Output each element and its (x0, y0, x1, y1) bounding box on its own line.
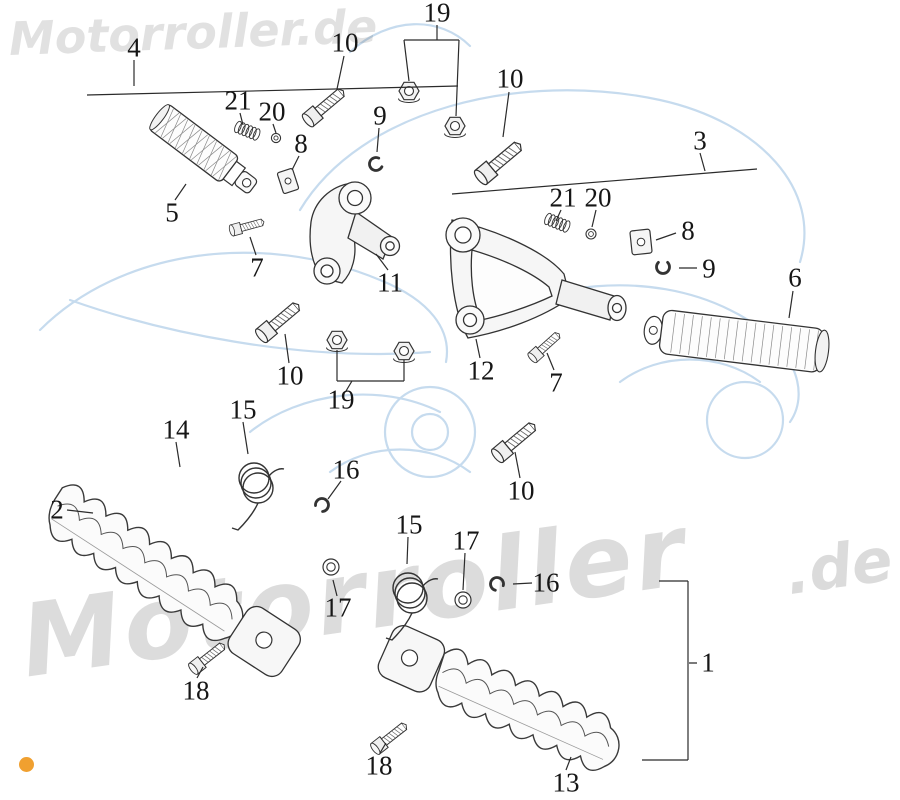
callout-part-13: 13 (552, 767, 580, 798)
callout-part-7-a: 7 (250, 252, 264, 283)
washer-part-17-a (322, 558, 340, 576)
spring-part-21-b (542, 211, 572, 234)
bracket-part-11 (309, 181, 401, 285)
washer-part-20-a (270, 132, 282, 144)
callout-part-18-a: 18 (182, 675, 210, 706)
callout-part-18-b: 18 (365, 750, 393, 781)
bolt-part-10-c (252, 297, 305, 345)
callout-part-10-d: 10 (507, 475, 535, 506)
bolt-part-10-d (488, 417, 541, 465)
callout-part-8-a: 8 (294, 128, 308, 159)
callout-part-21-b: 21 (549, 182, 577, 213)
callout-part-9-b: 9 (702, 253, 716, 284)
bolt-part-7-a (227, 215, 266, 237)
callout-part-12: 12 (467, 355, 495, 386)
clip-part-9-a (366, 154, 384, 174)
footrest-part-13 (377, 625, 620, 771)
footpeg-part-6 (643, 309, 830, 373)
callout-part-15-a: 15 (229, 394, 257, 425)
plate-part-8-b (629, 228, 653, 256)
footpeg-part-5 (149, 104, 258, 194)
callout-part-19-b: 19 (327, 384, 355, 415)
bracket-part-12 (445, 217, 627, 339)
callout-part-9-a: 9 (373, 100, 387, 131)
callout-part-14: 14 (162, 414, 190, 445)
nut-part-19-a (397, 81, 421, 104)
bolt-part-10-b (471, 136, 527, 188)
nut-part-19-c (325, 330, 349, 353)
callout-part-2: 2 (50, 494, 64, 525)
callout-part-6: 6 (788, 262, 802, 293)
callout-part-3: 3 (693, 125, 707, 156)
spring-part-15-b (385, 572, 439, 641)
callout-part-17-a: 17 (324, 592, 352, 623)
callout-part-16-b: 16 (532, 567, 560, 598)
clip-part-16-b (486, 573, 507, 593)
accent-dot (19, 757, 34, 772)
bolt-part-7-b (526, 328, 564, 365)
footrest-part-14 (48, 484, 301, 678)
callout-part-20-b: 20 (584, 182, 612, 213)
callout-part-8-b: 8 (681, 215, 695, 246)
callout-part-19-a: 19 (423, 0, 451, 28)
clip-part-9-b (655, 260, 671, 275)
callout-part-17-b: 17 (452, 525, 480, 556)
bolt-part-10-a (299, 84, 349, 130)
callout-part-7-b: 7 (549, 367, 563, 398)
spring-part-15-a (231, 462, 285, 531)
callout-part-10-b: 10 (496, 63, 524, 94)
nut-part-19-d (392, 341, 416, 364)
leader-lines (66, 25, 794, 771)
bolt-part-18-a (186, 638, 229, 677)
callout-part-4: 4 (127, 32, 141, 63)
callout-part-10-a: 10 (331, 27, 359, 58)
callout-part-11: 11 (377, 267, 403, 298)
callout-part-21-a: 21 (224, 85, 252, 116)
washer-part-20-b (585, 228, 597, 240)
spring-part-21-a (232, 119, 262, 142)
callout-part-20-a: 20 (258, 96, 286, 127)
callout-part-10-c: 10 (276, 360, 304, 391)
callout-part-16-a: 16 (332, 454, 360, 485)
callout-part-5: 5 (165, 197, 179, 228)
washer-part-17-b (454, 591, 472, 609)
callout-part-1: 1 (701, 647, 715, 678)
callout-part-15-b: 15 (395, 509, 423, 540)
plate-part-8-a (276, 167, 300, 195)
nut-part-19-b (443, 116, 467, 139)
